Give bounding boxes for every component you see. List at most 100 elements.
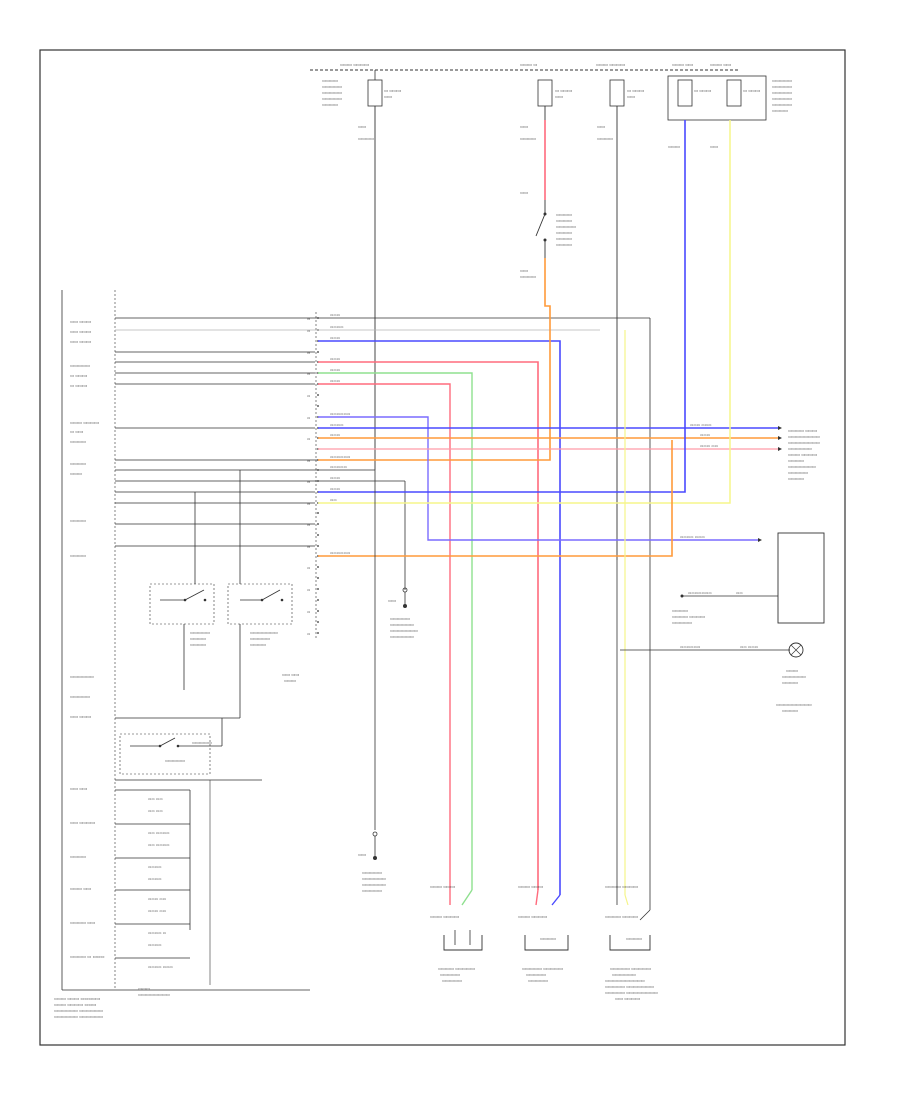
ground-lower: ▭▭ ▭▭▭▭▭ ▭▭▭▭▭▭ ▭▭▭▭▭▭ ▭▭▭▭▭ <box>358 470 386 893</box>
svg-text:▭▭▭▭▭▭▭: ▭▭▭▭▭▭▭ <box>688 591 712 595</box>
svg-text:▭▭: ▭▭ <box>627 94 635 99</box>
svg-text:▭▭▭▭▭▭: ▭▭▭▭▭▭ <box>680 645 700 649</box>
svg-text:▭▭▭▭ ▭▭▭: ▭▭▭▭ ▭▭▭ <box>680 535 705 539</box>
svg-text:▭▭▭▭: ▭▭▭▭ <box>788 458 804 463</box>
svg-text:▭▭▭▭▭: ▭▭▭▭▭ <box>362 888 382 893</box>
svg-text:▭: ▭ <box>307 372 310 376</box>
svg-text:▭▭▭▭: ▭▭▭▭ <box>70 518 86 523</box>
svg-text:▭▭ ▭▭▭▭: ▭▭ ▭▭▭▭ <box>148 843 170 847</box>
svg-text:▭▭▭▭: ▭▭▭▭ <box>626 936 642 941</box>
svg-text:▭▭▭: ▭▭▭ <box>330 368 340 372</box>
svg-text:▭: ▭ <box>307 480 310 484</box>
svg-text:▭▭▭▭▭▭▭: ▭▭▭▭▭▭▭ <box>250 630 278 635</box>
svg-text:▭: ▭ <box>307 317 310 321</box>
svg-text:▭: ▭ <box>307 437 310 441</box>
svg-text:▭▭▭ ▭▭: ▭▭▭ ▭▭ <box>148 909 166 913</box>
svg-text:▭▭▭▭▭: ▭▭▭▭▭ <box>322 90 342 95</box>
svg-text:▭▭▭▭: ▭▭▭▭ <box>520 274 536 279</box>
svg-text:▭▭ ▭▭▭: ▭▭ ▭▭▭ <box>70 329 91 334</box>
svg-text:▭▭▭: ▭▭▭ <box>284 678 296 683</box>
svg-text:▭▭▭▭ ▭: ▭▭▭▭ ▭ <box>148 931 166 935</box>
svg-text:▭▭: ▭▭ <box>520 124 528 129</box>
svg-text:▭▭▭▭ ▭▭▭▭: ▭▭▭▭ ▭▭▭▭ <box>672 614 705 619</box>
svg-text:▭▭ ▭▭: ▭▭ ▭▭ <box>70 786 87 791</box>
svg-text:▭▭▭ ▭▭: ▭▭▭ ▭▭ <box>148 897 166 901</box>
connector-bottom-left-labels: ▭▭ ▭▭ ▭▭ ▭▭ ▭▭ ▭▭▭▭ ▭▭ ▭▭▭▭ ▭▭▭▭ ▭▭▭▭ ▭▭… <box>148 797 173 969</box>
svg-text:▭▭▭▭▭: ▭▭▭▭▭ <box>322 96 342 101</box>
svg-text:▭▭ ▭▭▭: ▭▭ ▭▭▭ <box>70 714 91 719</box>
svg-text:▭▭▭▭▭▭▭▭: ▭▭▭▭▭▭▭▭ <box>788 440 820 445</box>
wire-orange-brake <box>318 258 551 461</box>
fuse-box-2: ▭▭▭ ▭ ▭ ▭▭▭ ▭▭ ▭▭ ▭▭▭▭ <box>520 62 572 141</box>
indicator-lamp-right: ▭▭▭▭▭▭ ▭▭ ▭▭▭ ▭▭▭ ▭▭▭▭▭▭ ▭▭▭▭ ▭▭▭▭▭▭▭▭▭ … <box>620 642 812 713</box>
svg-text:▭▭▭: ▭▭▭ <box>700 433 710 437</box>
wire-red-second <box>318 383 451 890</box>
sensor-middle: ▭▭▭ ▭▭▭ ▭▭▭ ▭▭▭▭ ▭▭▭▭ ▭▭▭▭▭ ▭▭▭▭▭ ▭▭▭▭▭ … <box>518 884 569 983</box>
svg-text:▭▭▭▭▭ ▭▭▭▭▭▭▭▭: ▭▭▭▭▭ ▭▭▭▭▭▭▭▭ <box>605 990 658 995</box>
svg-text:▭▭▭▭▭▭: ▭▭▭▭▭▭ <box>70 674 94 679</box>
svg-text:▭▭▭▭: ▭▭▭▭ <box>597 136 613 141</box>
svg-text:▭ ▭▭▭: ▭ ▭▭▭ <box>70 383 87 388</box>
svg-text:▭▭ ▭▭▭▭: ▭▭ ▭▭▭▭ <box>615 996 640 1001</box>
svg-text:▭▭▭▭▭: ▭▭▭▭▭ <box>190 630 210 635</box>
svg-text:▭▭▭ ▭▭▭▭: ▭▭▭ ▭▭▭▭ <box>340 62 369 67</box>
svg-text:▭▭▭▭▭: ▭▭▭▭▭ <box>788 470 808 475</box>
svg-text:▭▭▭▭ ▭▭: ▭▭▭▭ ▭▭ <box>70 920 95 925</box>
svg-text:▭▭ ▭▭▭▭: ▭▭ ▭▭▭▭ <box>70 820 95 825</box>
svg-text:▭▭▭ ▭▭▭▭: ▭▭▭ ▭▭▭▭ <box>430 914 459 919</box>
svg-text:▭▭▭▭▭ ▭▭▭▭▭▭▭: ▭▭▭▭▭ ▭▭▭▭▭▭▭ <box>605 984 654 989</box>
svg-text:▭▭▭ ▭▭▭▭: ▭▭▭ ▭▭▭▭ <box>788 452 817 457</box>
svg-text:▭▭▭▭: ▭▭▭▭ <box>556 236 572 241</box>
svg-text:▭▭▭▭ ▭▭▭▭: ▭▭▭▭ ▭▭▭▭ <box>605 914 638 919</box>
svg-text:▭▭▭▭ ▭▭▭▭: ▭▭▭▭ ▭▭▭▭ <box>605 884 638 889</box>
control-unit-left: ▭▭ ▭▭▭ ▭▭ ▭▭▭ ▭▭ ▭▭▭ ▭▭▭▭▭ ▭ ▭▭▭ ▭ ▭▭▭ ▭… <box>54 290 310 1019</box>
svg-text:▭▭▭▭▭ ▭▭▭▭▭: ▭▭▭▭▭ ▭▭▭▭▭ <box>522 966 563 971</box>
svg-text:▭▭▭▭▭: ▭▭▭▭▭ <box>250 636 270 641</box>
svg-text:▭▭: ▭▭ <box>736 591 743 595</box>
svg-text:▭▭▭ ▭▭: ▭▭▭ ▭▭ <box>70 886 91 891</box>
svg-text:▭▭: ▭▭ <box>388 598 396 603</box>
svg-text:▭▭▭ ▭▭▭▭: ▭▭▭ ▭▭▭▭ <box>518 914 547 919</box>
svg-text:▭▭▭▭: ▭▭▭▭ <box>148 865 162 869</box>
svg-text:▭▭▭▭▭▭: ▭▭▭▭▭▭ <box>390 634 414 639</box>
svg-text:▭▭▭: ▭▭▭ <box>70 471 82 476</box>
svg-text:▭: ▭ <box>307 566 310 570</box>
svg-text:▭▭▭▭▭▭: ▭▭▭▭▭▭ <box>788 446 812 451</box>
svg-text:▭▭▭▭: ▭▭▭▭ <box>788 476 804 481</box>
svg-text:▭ ▭▭▭: ▭ ▭▭▭ <box>743 88 760 93</box>
svg-text:▭▭▭▭▭: ▭▭▭▭▭ <box>772 96 792 101</box>
svg-text:▭▭▭▭▭: ▭▭▭▭▭ <box>192 740 212 745</box>
svg-text:▭: ▭ <box>307 329 310 333</box>
svg-text:▭▭▭▭▭: ▭▭▭▭▭ <box>165 758 185 763</box>
svg-text:▭▭▭▭: ▭▭▭▭ <box>520 136 536 141</box>
diagram-frame <box>39 49 846 1046</box>
svg-text:▭▭: ▭▭ <box>597 124 605 129</box>
svg-text:▭: ▭ <box>307 545 310 549</box>
svg-text:▭▭▭▭▭▭ ▭▭▭▭▭▭: ▭▭▭▭▭▭ ▭▭▭▭▭▭ <box>54 1008 103 1013</box>
svg-text:▭▭▭: ▭▭▭ <box>138 986 150 991</box>
svg-text:▭▭▭: ▭▭▭ <box>330 357 340 361</box>
svg-text:▭▭▭▭▭: ▭▭▭▭▭ <box>772 84 792 89</box>
svg-text:▭▭▭▭▭▭: ▭▭▭▭▭▭ <box>390 622 414 627</box>
svg-text:▭▭▭: ▭▭▭ <box>330 336 340 340</box>
svg-text:▭: ▭ <box>307 459 310 463</box>
svg-text:▭▭▭▭▭: ▭▭▭▭▭ <box>362 870 382 875</box>
svg-text:▭▭▭▭: ▭▭▭▭ <box>330 325 344 329</box>
svg-text:▭▭▭ ▭▭▭ ▭▭▭▭▭: ▭▭▭ ▭▭▭ ▭▭▭▭▭ <box>54 996 100 1001</box>
svg-text:▭▭▭▭▭: ▭▭▭▭▭ <box>772 78 792 83</box>
svg-text:▭▭▭▭▭: ▭▭▭▭▭ <box>556 224 576 229</box>
svg-text:▭▭▭ ▭▭▭▭: ▭▭▭ ▭▭▭▭ <box>596 62 625 67</box>
svg-text:▭▭ ▭▭▭: ▭▭ ▭▭▭ <box>740 645 758 649</box>
svg-text:▭▭: ▭▭ <box>710 144 718 149</box>
svg-text:▭▭▭▭ ▭ ▭▭▭: ▭▭▭▭ ▭ ▭▭▭ <box>70 954 104 959</box>
wire-yellow-fuse4 <box>318 120 731 504</box>
svg-text:▭▭▭ ▭▭▭▭ ▭▭▭: ▭▭▭ ▭▭▭▭ ▭▭▭ <box>54 1002 96 1007</box>
svg-text:▭▭▭ ▭: ▭▭▭ ▭ <box>520 62 537 67</box>
wire-green-main <box>318 372 473 890</box>
svg-text:▭▭▭▭: ▭▭▭▭ <box>322 102 338 107</box>
svg-text:▭: ▭ <box>307 416 310 420</box>
svg-text:▭▭▭▭: ▭▭▭▭ <box>190 636 206 641</box>
svg-text:▭: ▭ <box>307 610 310 614</box>
svg-text:▭▭▭: ▭▭▭ <box>330 487 340 491</box>
svg-text:▭▭ ▭▭▭▭: ▭▭ ▭▭▭▭ <box>148 831 170 835</box>
